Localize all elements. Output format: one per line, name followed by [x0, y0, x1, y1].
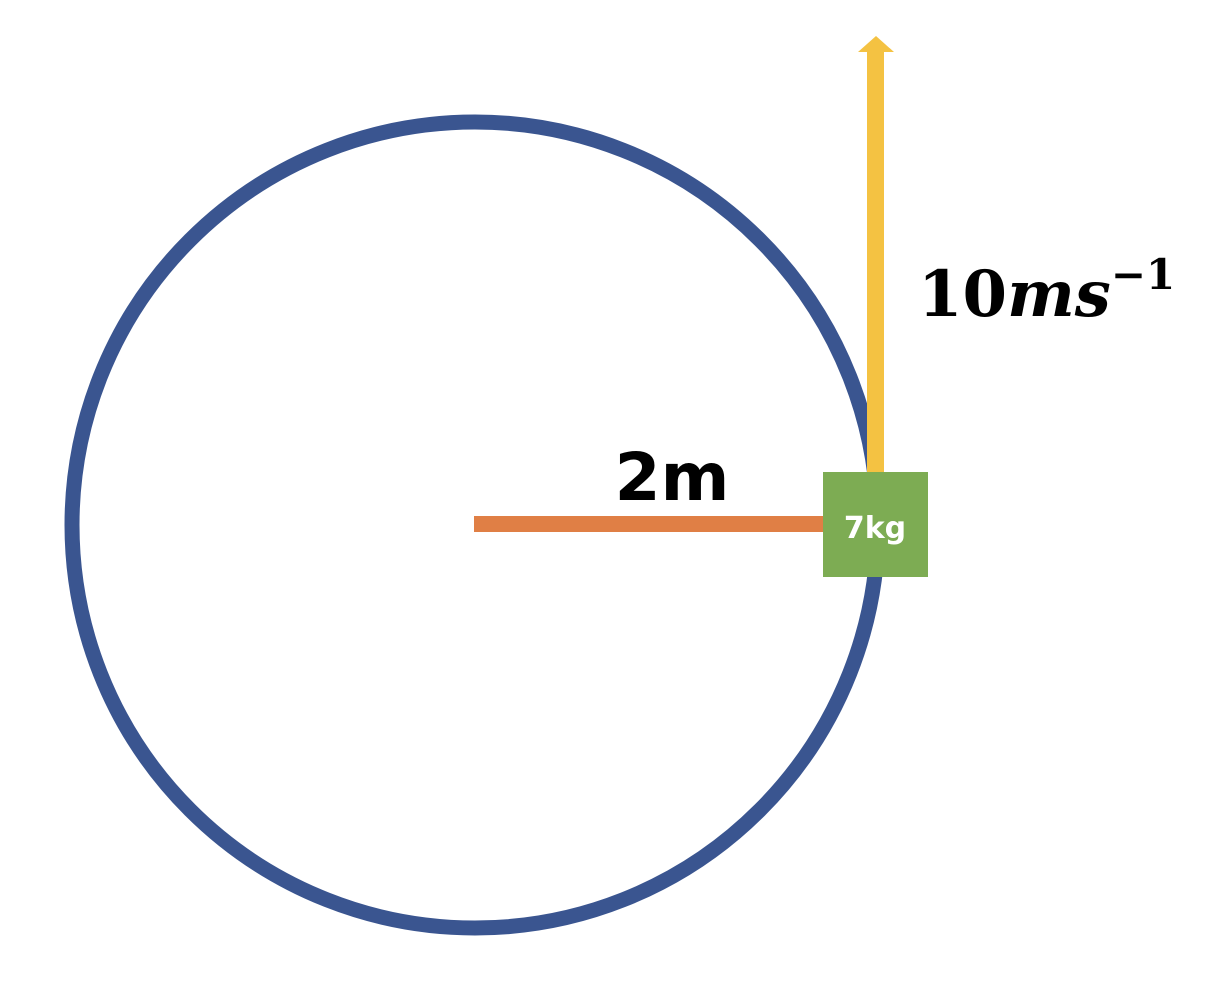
- velocity-label: 10ms−1: [918, 250, 1175, 332]
- velocity-arrow: [858, 36, 894, 475]
- velocity-unit: ms: [1007, 257, 1111, 332]
- velocity-exponent: −1: [1111, 250, 1175, 299]
- velocity-value: 10: [918, 257, 1007, 332]
- velocity-arrow-head: [858, 36, 894, 52]
- mass-block-body: [823, 472, 928, 577]
- mass-block: 7kg: [823, 472, 928, 577]
- mass-label: 7kg: [844, 511, 906, 546]
- velocity-arrow-shaft: [867, 51, 884, 475]
- radius-line: [474, 516, 826, 532]
- radius-label: 2m: [615, 439, 730, 516]
